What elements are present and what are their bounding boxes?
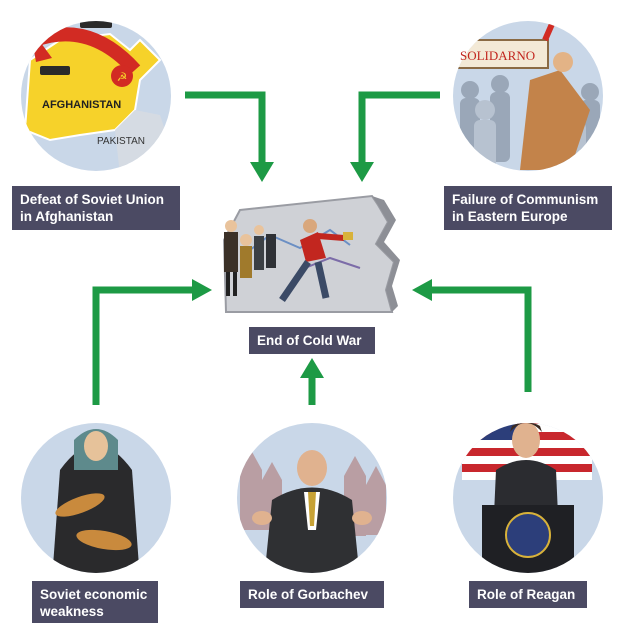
map-label-pakistan: PAKISTAN [97,136,145,147]
label-reagan: Role of Reagan [469,581,587,608]
map-label-afghanistan: AFGHANISTAN [42,99,121,111]
label-eastern-europe: Failure of Communism in Eastern Europe [444,186,612,230]
solidarity-protest-icon: SOLIDARNO [453,21,603,171]
label-afghanistan: Defeat of Soviet Union in Afghanistan [12,186,180,230]
arrow-eastern-europe-to-center [350,91,440,182]
banner-text: SOLIDARNO [460,48,535,63]
berlin-wall-icon [222,194,400,313]
svg-text:☭: ☭ [117,70,128,84]
label-economy: Soviet economic weakness [32,581,158,623]
label-gorbachev: Role of Gorbachev [240,581,384,608]
woman-with-bread-icon [21,423,171,573]
arrow-gorbachev-to-center [300,358,324,405]
arrow-economy-to-center [92,279,212,405]
gorbachev-icon [237,423,387,573]
arrow-reagan-to-center [412,279,532,392]
afghanistan-map-icon: ☭ AFGHANISTAN PAKISTAN [21,21,171,171]
label-end-of-cold-war: End of Cold War [249,327,375,354]
arrow-afghanistan-to-center [185,91,274,182]
reagan-podium-icon [453,423,603,573]
